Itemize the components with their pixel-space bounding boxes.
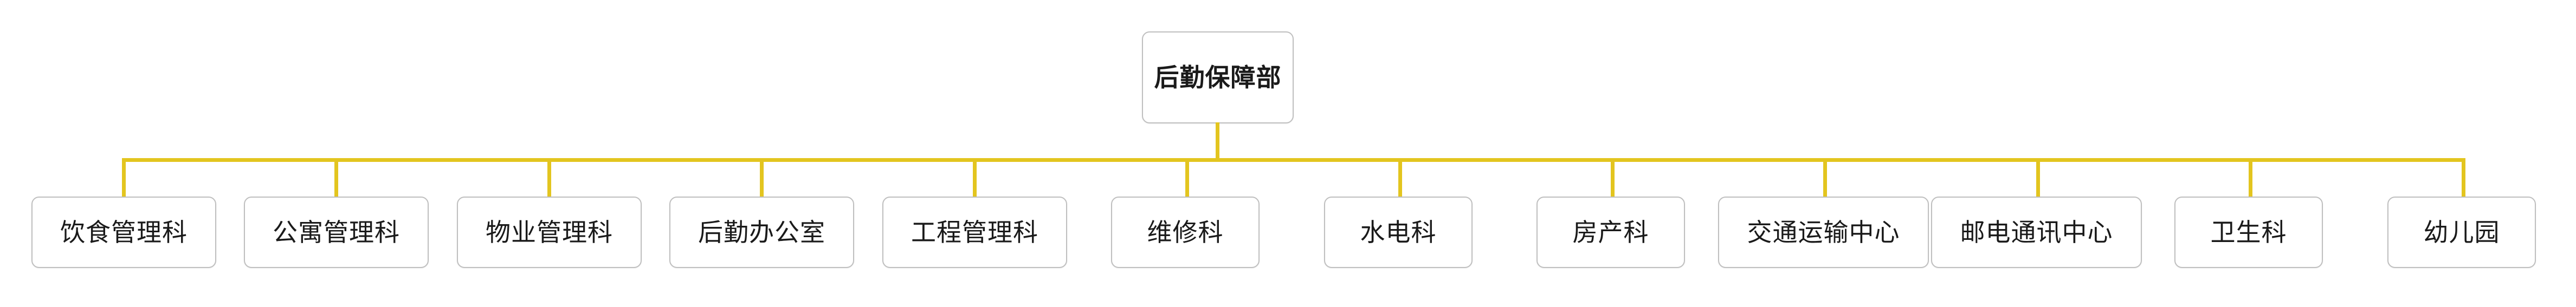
- connector-stem-4: [760, 158, 764, 197]
- node-child-11[interactable]: 卫生科: [2174, 197, 2323, 268]
- node-child-10-label: 邮电通讯中心: [1960, 218, 2113, 246]
- connector-stem-7: [1398, 158, 1402, 197]
- node-child-11-label: 卫生科: [2210, 218, 2287, 246]
- connector-stem-1: [122, 158, 126, 197]
- connector-stem-6: [1185, 158, 1189, 197]
- node-child-8-label: 房产科: [1572, 218, 1649, 246]
- node-child-4-label: 后勤办公室: [698, 218, 825, 246]
- node-child-1-label: 饮食管理科: [60, 218, 188, 246]
- node-root[interactable]: 后勤保障部: [1142, 31, 1294, 123]
- node-root-label: 后勤保障部: [1154, 63, 1282, 92]
- connector-stem-2: [334, 158, 338, 197]
- node-child-6[interactable]: 维修科: [1111, 197, 1260, 268]
- node-child-4[interactable]: 后勤办公室: [669, 197, 854, 268]
- node-child-9[interactable]: 交通运输中心: [1718, 197, 1929, 268]
- node-child-12[interactable]: 幼儿园: [2387, 197, 2536, 268]
- node-child-10[interactable]: 邮电通讯中心: [1931, 197, 2142, 268]
- connector-stem-9: [1823, 158, 1827, 197]
- connector-stem-5: [973, 158, 977, 197]
- connector-stem-8: [1611, 158, 1615, 197]
- node-child-9-label: 交通运输中心: [1747, 218, 1900, 246]
- node-child-1[interactable]: 饮食管理科: [31, 197, 216, 268]
- connector-stem-11: [2249, 158, 2252, 197]
- connector-root-stem: [1216, 122, 1219, 160]
- connector-horizontal-bus: [124, 158, 2463, 162]
- node-child-2[interactable]: 公寓管理科: [244, 197, 429, 268]
- node-child-12-label: 幼儿园: [2423, 218, 2500, 246]
- node-child-6-label: 维修科: [1147, 218, 1224, 246]
- node-child-3[interactable]: 物业管理科: [457, 197, 642, 268]
- node-child-7-label: 水电科: [1360, 218, 1437, 246]
- node-child-5[interactable]: 工程管理科: [882, 197, 1067, 268]
- node-child-2-label: 公寓管理科: [273, 218, 400, 246]
- connector-stem-12: [2462, 158, 2465, 197]
- connector-stem-10: [2036, 158, 2040, 197]
- node-child-8[interactable]: 房产科: [1536, 197, 1685, 268]
- node-child-5-label: 工程管理科: [911, 218, 1038, 246]
- node-child-7[interactable]: 水电科: [1324, 197, 1473, 268]
- connector-stem-3: [547, 158, 551, 197]
- node-child-3-label: 物业管理科: [486, 218, 613, 246]
